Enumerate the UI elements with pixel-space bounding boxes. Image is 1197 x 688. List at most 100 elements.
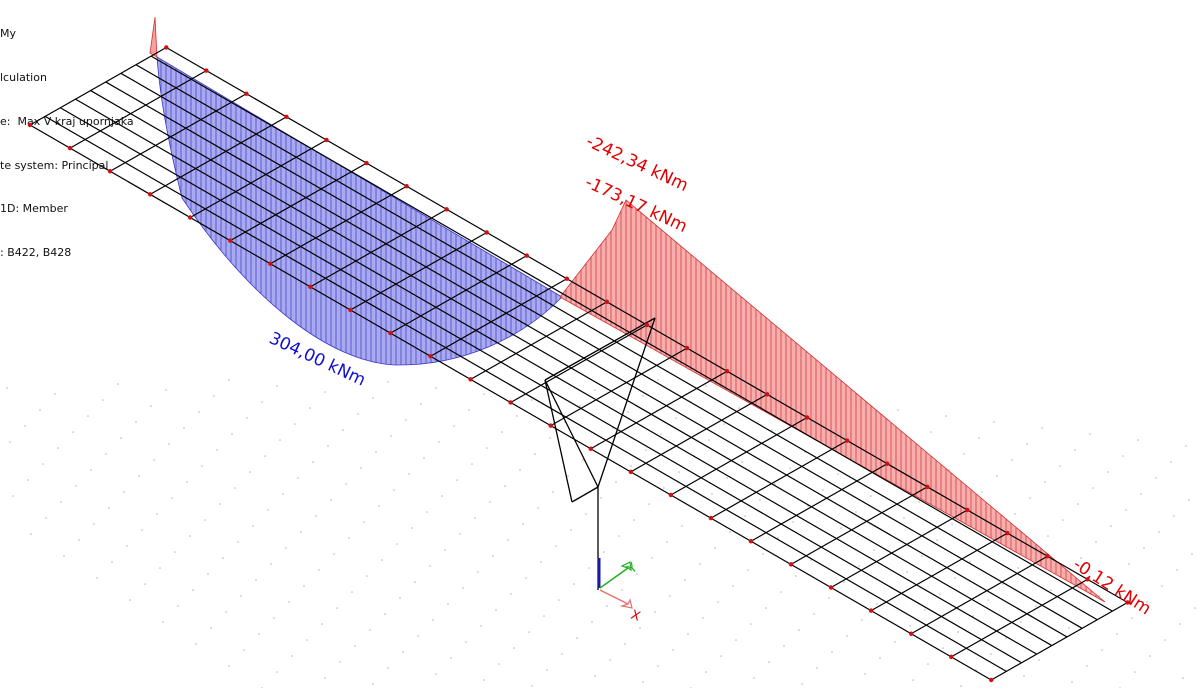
ground-dot [123,491,125,493]
ground-dot [108,507,110,509]
node-marker [388,330,393,336]
ground-dot [750,623,752,625]
ground-dot [774,483,776,485]
ground-dot [1131,617,1133,619]
ground-dot [954,577,956,579]
ground-dot [189,535,191,537]
ground-dot [390,435,392,437]
ground-dot [1077,503,1079,505]
transverse-member-line [229,162,367,242]
node-marker [965,507,970,513]
ground-dot [348,537,350,539]
ground-dot [912,679,914,681]
ground-dot [228,665,230,667]
node-marker [244,91,249,96]
ground-dot [270,563,272,565]
ground-dot [861,619,863,621]
ground-dot [381,559,383,561]
ground-dot [699,563,701,565]
ground-dot [1020,621,1022,623]
ground-dot [606,605,608,607]
ground-dot [198,411,200,413]
ground-dot [441,495,443,497]
node-marker [228,238,233,243]
node-marker [364,160,369,166]
ground-dot [162,621,164,623]
ground-dot [810,559,812,561]
transverse-member-line [550,347,688,427]
node-marker [764,392,770,397]
node-marker [925,484,930,490]
ground-dot [531,399,533,401]
ground-dot [216,449,218,451]
ground-dot [1101,649,1103,651]
ground-dot [546,669,548,671]
ground-dot [273,617,275,619]
ground-dot [60,501,62,503]
ground-dot [873,549,875,551]
ground-dot [705,671,707,673]
node-marker [428,354,433,359]
ground-dot [792,521,794,523]
node-marker [604,299,610,305]
transverse-member-line [149,116,287,195]
ground-dot [432,619,434,621]
ground-dot [165,389,167,391]
ground-dot [963,453,965,455]
ground-dot [621,589,623,591]
ground-dot [708,439,710,441]
ground-dot [1026,443,1028,445]
ground-dot [264,455,266,457]
ground-dot [1023,675,1025,677]
ground-dot [663,487,665,489]
ground-dot [327,445,329,447]
ground-dot [312,461,314,463]
ground-dot [702,617,704,619]
ground-dot [447,603,449,605]
ground-dot [735,639,737,641]
ground-dot [1116,633,1118,635]
node-marker [107,169,113,174]
ground-dot [285,547,287,549]
ground-dot [54,393,56,395]
node-marker [844,438,850,443]
ground-dot [930,431,932,433]
ground-dot [1062,519,1064,521]
ground-dot [630,465,632,467]
ground-dot [603,551,605,553]
ground-dot [474,517,476,519]
ground-dot [714,547,716,549]
ground-dot [816,667,818,669]
ground-dot [339,661,341,663]
transverse-member-line [870,532,1008,612]
ground-dot [477,571,479,573]
ground-dot [45,517,47,519]
ground-dot [252,525,254,527]
transverse-member-line [950,578,1088,658]
ground-dot [768,661,770,663]
ground-dot [636,573,638,575]
ground-dot [387,667,389,669]
ground-dot [138,475,140,477]
ground-dot [1176,569,1178,571]
ground-dot [777,537,779,539]
node-marker [468,377,473,382]
ground-dot [492,555,494,557]
ground-dot [534,453,536,455]
ground-dot [651,557,653,559]
ground-dot [483,679,485,681]
ground-dot [600,497,602,499]
transverse-member-line [990,601,1128,681]
ground-dot [927,663,929,665]
ground-dot [234,487,236,489]
ground-dot [504,485,506,487]
ground-dot [150,405,152,407]
ground-dot [240,595,242,597]
ground-dot [117,383,119,385]
ground-dot [225,611,227,613]
transverse-member-line [590,370,728,450]
ground-dot [741,461,743,463]
axis-y-label: Y [624,560,641,577]
ground-dot [291,655,293,657]
